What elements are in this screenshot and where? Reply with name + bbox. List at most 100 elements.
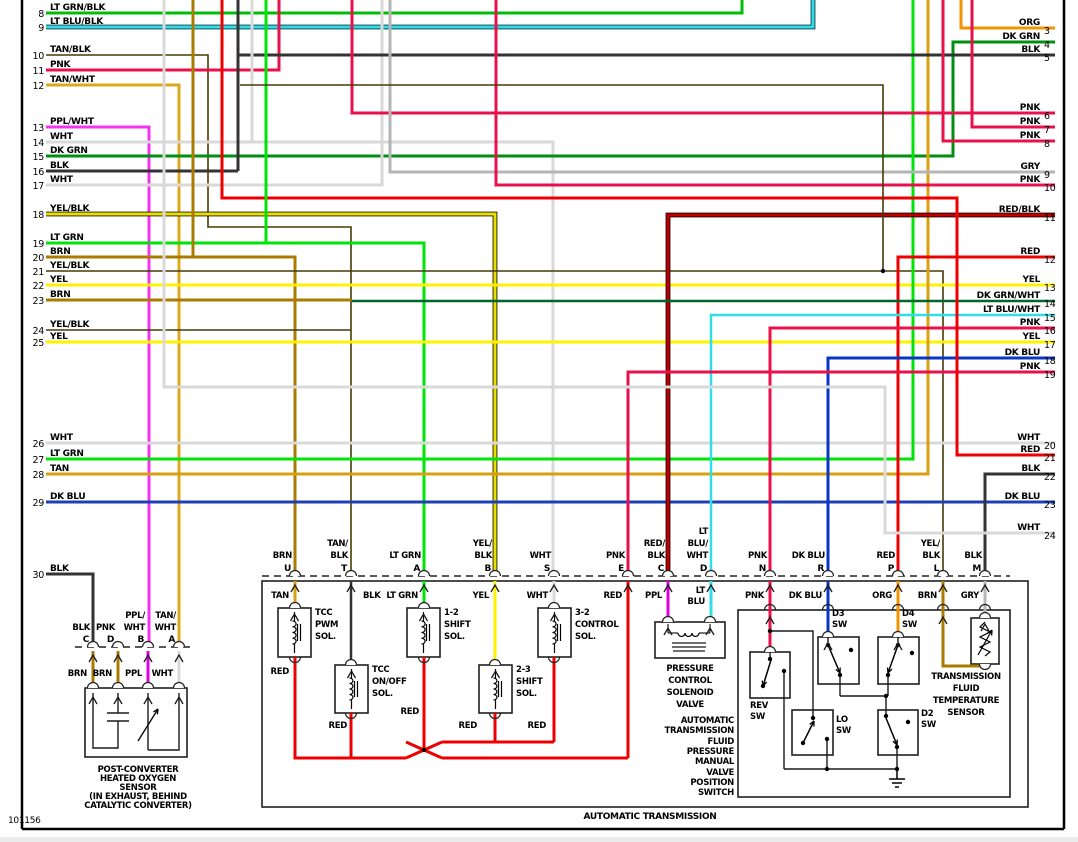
pin-bump xyxy=(417,569,431,577)
wire-right-11 xyxy=(666,213,1055,571)
wire-left-label-25: YEL xyxy=(49,332,68,342)
wire-right-16 xyxy=(768,326,1055,571)
wire-right-22 xyxy=(983,472,1055,571)
pressure-coil-icon xyxy=(677,632,700,638)
coil-winding-icon xyxy=(292,620,297,645)
wire-right-number-16: 16 xyxy=(1044,326,1056,337)
wire-left-number-30: 30 xyxy=(33,570,45,581)
pin-top-label: BLK xyxy=(474,551,492,561)
component-label: LO xyxy=(836,715,848,725)
pin-top-label: YEL/ xyxy=(920,539,941,549)
wire-right-label-13: YEL xyxy=(1022,275,1041,285)
component-label: SHIFT xyxy=(516,677,543,687)
pin-bottom-label: WHT xyxy=(527,591,549,601)
arrowhead-icon xyxy=(987,629,993,634)
component-label: SOL. xyxy=(315,632,336,642)
component-label: SOLENOID xyxy=(667,688,714,698)
arrowhead-icon xyxy=(892,740,898,746)
wire-left-20 xyxy=(46,255,297,571)
pin-bump xyxy=(703,615,717,623)
wire-right-number-11: 11 xyxy=(1044,213,1056,224)
component-label: SW xyxy=(902,620,918,630)
d2-sw-box xyxy=(877,709,919,756)
pin-bottom-label: BRN xyxy=(93,669,112,679)
pin-bump xyxy=(821,603,835,611)
component-label: FLUID xyxy=(953,684,980,694)
pin-top-label: WHT xyxy=(687,551,709,561)
coil-winding-icon xyxy=(493,677,498,701)
pin-bump xyxy=(891,569,905,577)
pin-letter-D: D xyxy=(700,564,707,574)
wire-right-number-9: 9 xyxy=(1044,170,1050,181)
wire-left-14 xyxy=(46,140,555,571)
switch-lever-icon xyxy=(885,717,898,746)
pin-bump xyxy=(763,645,777,653)
arrow-up-icon xyxy=(663,626,673,636)
pin-bump xyxy=(891,630,905,638)
pin-bottom-label: GRY xyxy=(961,591,980,601)
component-label: REV xyxy=(750,701,769,711)
wire-left-15 xyxy=(46,40,1055,158)
pin-bump xyxy=(763,569,777,577)
pin-bump xyxy=(547,656,561,664)
switch-lever-icon xyxy=(762,659,772,687)
coil-arrow-icon xyxy=(418,612,429,622)
wire-right-number-21: 21 xyxy=(1044,453,1056,464)
arrow-up-icon xyxy=(549,583,559,593)
wire-left-label-11: PNK xyxy=(50,60,72,70)
pin-letter-C: C xyxy=(658,564,665,574)
wire-left-number-29: 29 xyxy=(33,498,45,509)
component-label: CATALYTIC CONVERTER) xyxy=(84,801,192,811)
pressure-valve-box xyxy=(654,621,726,659)
wire-left-label-24: YEL/BLK xyxy=(49,320,90,330)
wire-left-11 xyxy=(46,0,281,72)
pin-bump xyxy=(141,640,155,648)
junction-dot xyxy=(760,683,766,689)
pin-top-label: BLK xyxy=(330,551,348,561)
wire-right-number-19: 19 xyxy=(1044,370,1056,381)
wire-left-number-11: 11 xyxy=(33,66,45,77)
pin-bump xyxy=(417,601,431,609)
arrow-up-icon xyxy=(893,583,903,593)
wire-left-28 xyxy=(46,0,930,476)
component-label: POSITION xyxy=(690,778,734,788)
yelblk-branch xyxy=(240,84,884,271)
switch-wire xyxy=(770,630,814,718)
wire-right-label-6: PNK xyxy=(1020,103,1042,113)
wire-right-24 xyxy=(162,0,1055,535)
wire-left-17 xyxy=(46,0,384,187)
junction-dot xyxy=(885,672,891,678)
wire-right-7 xyxy=(970,0,1055,129)
pin-bottom-label: RED xyxy=(603,591,622,601)
component-label: PWM xyxy=(315,620,338,630)
wire-left-number-26: 26 xyxy=(33,439,45,450)
component-label: PRESSURE xyxy=(687,747,735,757)
pin-bump xyxy=(417,656,431,664)
wire-left-number-22: 22 xyxy=(33,281,45,292)
wire-left-number-17: 17 xyxy=(33,181,45,192)
pin-bump xyxy=(821,630,835,638)
arrow-up-icon xyxy=(938,615,948,625)
junction-dot xyxy=(848,647,854,653)
component-label: SW xyxy=(836,726,852,736)
pin-bump xyxy=(172,640,186,648)
wire-right-number-6: 6 xyxy=(1044,111,1050,122)
wire-left-label-20: BRN xyxy=(50,247,70,257)
junction-dot xyxy=(824,736,830,742)
component-label: PRESSURE xyxy=(666,664,714,674)
pin-bottom-label: BLK xyxy=(363,591,381,601)
pin-top-label: PNK xyxy=(748,551,768,561)
arrow-up-icon xyxy=(765,583,775,593)
pin-bottom-label: PNK xyxy=(745,591,765,601)
pin-bottom-label: BLU xyxy=(687,597,705,607)
pin-bottom-label: PPL xyxy=(645,591,663,601)
wire-left-number-14: 14 xyxy=(33,138,45,149)
wire-left-number-18: 18 xyxy=(33,210,45,221)
wire-left-number-21: 21 xyxy=(33,267,45,278)
wire-right-label-10: PNK xyxy=(1020,175,1042,185)
pin-top-label: WHT xyxy=(155,623,177,633)
arrowhead-icon xyxy=(156,708,159,715)
wire-right-18 xyxy=(826,356,1055,571)
wire-left-number-23: 23 xyxy=(33,296,45,307)
pin-top-label: TAN/ xyxy=(155,611,177,621)
